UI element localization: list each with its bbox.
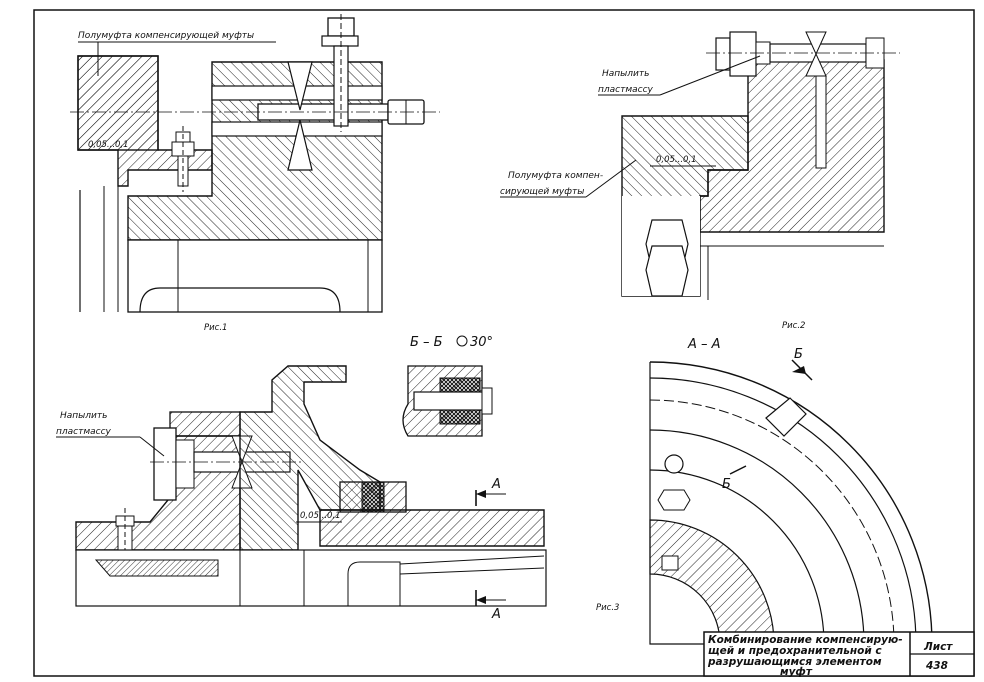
fig2-dimension: 0,05...0,1 [656, 155, 697, 165]
fig2-label-spray-2: пластмассу [598, 85, 654, 95]
sheet-border [33, 9, 975, 677]
sheet-number: 438 [925, 660, 948, 672]
fig1-label-half-coupling: Полумуфта компенсирующей муфты [78, 31, 254, 41]
section-aa-title: А – А [687, 337, 721, 352]
fig1-dimension: 0,05...0,1 [88, 140, 129, 150]
title-block: Комбинирование компенсирую- щей и предох… [703, 631, 975, 678]
fig3-dimension: 0,05...0,1 [300, 511, 341, 521]
fig2-label-spray-1: Напылить [602, 69, 649, 79]
title-line-2: щей и предохранительной с [708, 645, 882, 657]
section-aa-mark-b-lower: Б [722, 477, 731, 492]
section-b-b: Б – Б 30° [402, 335, 493, 437]
fig2-caption: Рис.2 [782, 321, 805, 331]
figure-3: 0,05...0,1 Напылить пластмассу А А Рис.3 [56, 365, 619, 622]
sheet-label: Лист [923, 641, 953, 653]
figure-1: Полумуфта компенсирующей муфты 0,05...0,… [70, 14, 440, 333]
title-line-4: муфт [780, 666, 813, 678]
fig3-label-spray-1: Напылить [60, 411, 107, 421]
section-aa-ring [649, 519, 775, 645]
section-bb-title: Б – Б [410, 335, 443, 350]
section-bb-rotation: 30° [470, 335, 493, 350]
fig2-label-half-2: сирующей муфты [500, 187, 584, 197]
fig3-section-mark-upper: А [491, 477, 501, 492]
fig3-caption: Рис.3 [596, 603, 619, 613]
fig3-section-mark-lower: А [491, 607, 501, 622]
fig2-label-half-1: Полумуфта компен- [508, 171, 603, 181]
section-a-a: А – А Б Б [649, 337, 933, 645]
figure-2: Напылить пластмассу Полумуфта компен- си… [500, 31, 900, 331]
title-line-3: разрушающимся элементом [707, 656, 882, 668]
title-line-1: Комбинирование компенсирую- [708, 634, 903, 646]
fig3-label-spray-2: пластмассу [56, 427, 112, 437]
fig1-caption: Рис.1 [204, 323, 227, 333]
section-aa-mark-b-upper: Б [794, 347, 803, 362]
